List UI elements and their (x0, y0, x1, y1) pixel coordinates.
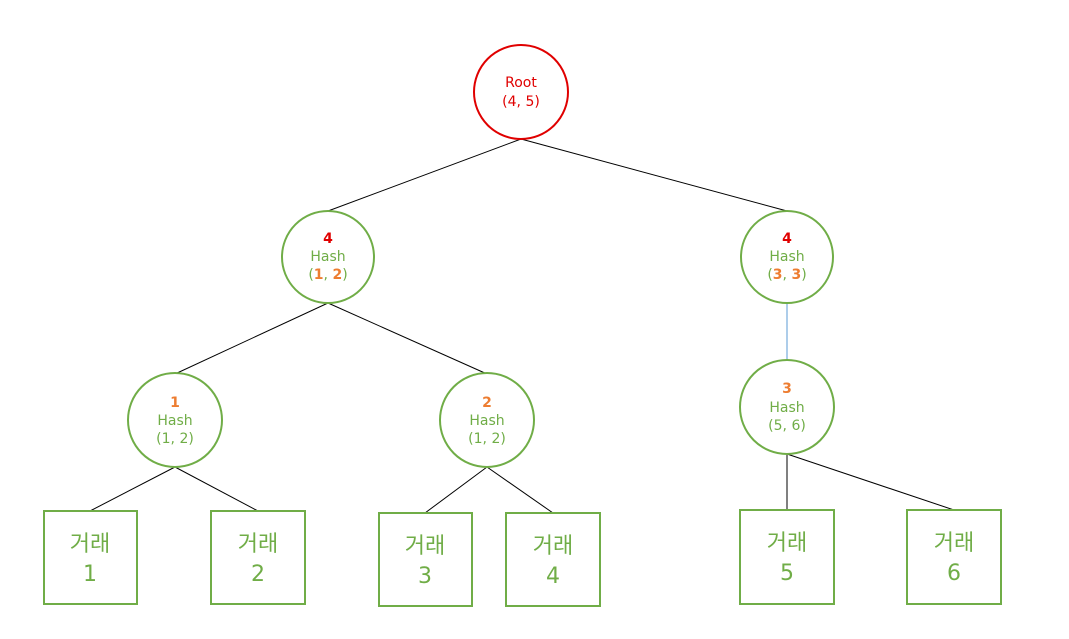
edge-hash2-leaf3 (424, 466, 488, 514)
node-label: Hash (310, 249, 345, 265)
transaction-leaf-5: 거래 5 (739, 509, 835, 605)
root-label: Root (505, 75, 537, 91)
hash-node-level1-left: 4 Hash (1, 2) (281, 210, 375, 304)
node-label: Hash (769, 400, 804, 416)
transaction-leaf-6: 거래 6 (906, 509, 1002, 605)
node-number: 4 (782, 231, 792, 247)
hash-node-level2-3: 3 Hash (5, 6) (739, 359, 835, 455)
edge-hash2-leaf4 (486, 466, 554, 514)
node-pair: (1, 2) (308, 267, 347, 283)
hash-node-level2-2: 2 Hash (1, 2) (439, 372, 535, 468)
leaf-word: 거래 (533, 534, 573, 559)
node-number: 1 (170, 395, 180, 411)
node-pair: (1, 2) (156, 431, 194, 447)
leaf-word: 거래 (70, 532, 110, 557)
edge-root-right (520, 138, 788, 212)
leaf-number: 5 (780, 561, 794, 586)
leaf-number: 6 (947, 561, 961, 586)
edge-hash1-leaf2 (174, 466, 259, 512)
leaf-number: 3 (418, 564, 432, 589)
leaf-number: 1 (83, 562, 97, 587)
node-label: Hash (769, 249, 804, 265)
edge-left-hash2 (327, 302, 488, 375)
node-pair: (5, 6) (768, 418, 806, 434)
leaf-word: 거래 (767, 531, 807, 556)
leaf-word: 거래 (934, 531, 974, 556)
root-node: Root (4, 5) (473, 44, 569, 140)
node-number: 3 (782, 381, 792, 397)
node-number: 4 (323, 231, 333, 247)
hash-node-level2-1: 1 Hash (1, 2) (127, 372, 223, 468)
leaf-word: 거래 (238, 532, 278, 557)
transaction-leaf-3: 거래 3 (378, 512, 473, 607)
node-label: Hash (157, 413, 192, 429)
leaf-word: 거래 (405, 534, 445, 559)
edge-hash3-leaf6 (786, 453, 955, 511)
node-pair: (1, 2) (468, 431, 506, 447)
node-pair: (3, 3) (767, 267, 806, 283)
root-pair: (4, 5) (502, 94, 540, 110)
transaction-leaf-2: 거래 2 (210, 510, 306, 605)
transaction-leaf-4: 거래 4 (505, 512, 601, 607)
hash-node-level1-right: 4 Hash (3, 3) (740, 210, 834, 304)
edge-hash1-leaf1 (89, 466, 176, 512)
node-label: Hash (469, 413, 504, 429)
edge-root-left (327, 138, 522, 212)
edge-left-hash1 (174, 302, 329, 375)
leaf-number: 2 (251, 562, 265, 587)
node-number: 2 (482, 395, 492, 411)
leaf-number: 4 (546, 564, 560, 589)
transaction-leaf-1: 거래 1 (43, 510, 138, 605)
